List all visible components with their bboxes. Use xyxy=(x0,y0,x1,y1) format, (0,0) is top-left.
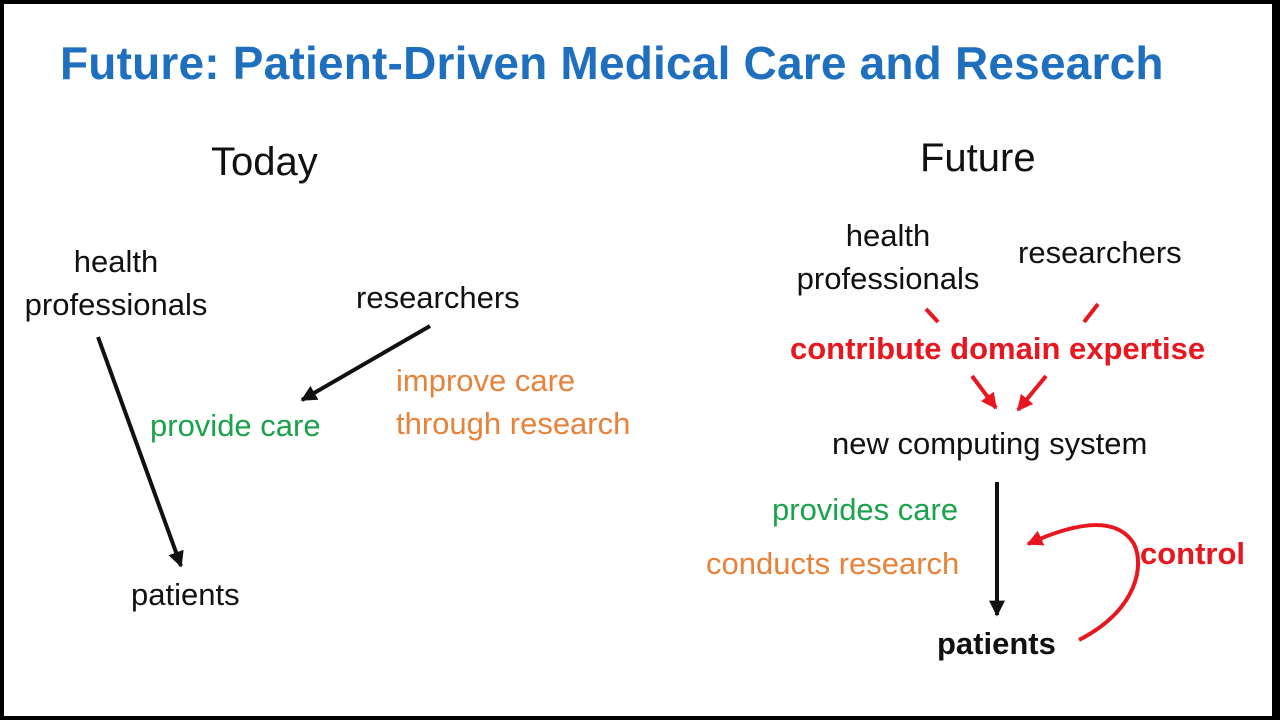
slide: Future: Patient-Driven Medical Care and … xyxy=(4,4,1272,716)
slide-title: Future: Patient-Driven Medical Care and … xyxy=(60,37,1164,89)
future-control: control xyxy=(1140,536,1246,571)
future-health-professionals-text: health professionals xyxy=(796,218,980,296)
today-provide-care: provide care xyxy=(150,408,321,443)
today-improve-care-text: improve care through research xyxy=(396,363,631,441)
future-health-professionals: health professionals xyxy=(790,214,986,300)
future-arrow-control xyxy=(1026,523,1141,642)
future-patients: patients xyxy=(937,626,1056,661)
today-arrow-researchers-to-care xyxy=(300,324,432,402)
future-line-researchers-to-expertise xyxy=(1082,302,1100,324)
today-patients: patients xyxy=(131,577,240,612)
today-improve-care: improve care through research xyxy=(396,359,630,445)
future-new-computing-system: new computing system xyxy=(832,426,1148,461)
future-heading: Future xyxy=(920,136,1036,180)
future-line-hp-to-expertise xyxy=(924,307,940,324)
today-researchers: researchers xyxy=(356,280,520,315)
future-researchers: researchers xyxy=(1018,235,1182,270)
today-health-professionals: health professionals xyxy=(18,240,214,326)
future-contribute-domain-expertise: contribute domain expertise xyxy=(790,331,1206,366)
diagram-arrows xyxy=(96,302,1141,642)
future-conducts-research: conducts research xyxy=(706,546,960,581)
today-heading: Today xyxy=(211,140,318,184)
future-arrow-expertise-right xyxy=(1016,374,1048,412)
future-provides-care: provides care xyxy=(772,492,959,527)
future-arrow-expertise-left xyxy=(970,374,998,410)
today-health-professionals-text: health professionals xyxy=(24,244,208,322)
today-arrow-hp-to-patients xyxy=(96,336,184,568)
